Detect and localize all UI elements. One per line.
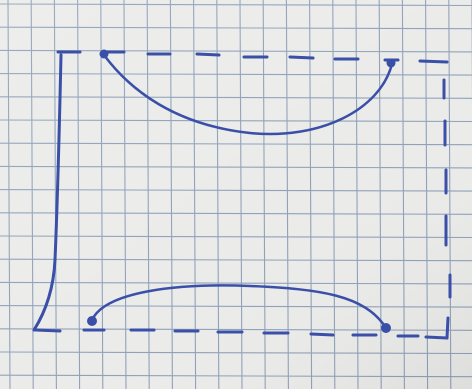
- top-arc-left-endpoint: [99, 49, 109, 59]
- right-edge-dashed: [442, 78, 452, 340]
- bottom-arc-left-endpoint: [87, 316, 97, 326]
- bottom-arc-right-endpoint: [381, 323, 391, 333]
- left-edge-line: [32, 53, 63, 332]
- bottom-edge-dashed: [34, 328, 449, 340]
- top-arc-curve: [102, 53, 394, 136]
- top-arc-right-endpoint: [386, 58, 396, 68]
- bottom-arc-curve: [90, 284, 388, 330]
